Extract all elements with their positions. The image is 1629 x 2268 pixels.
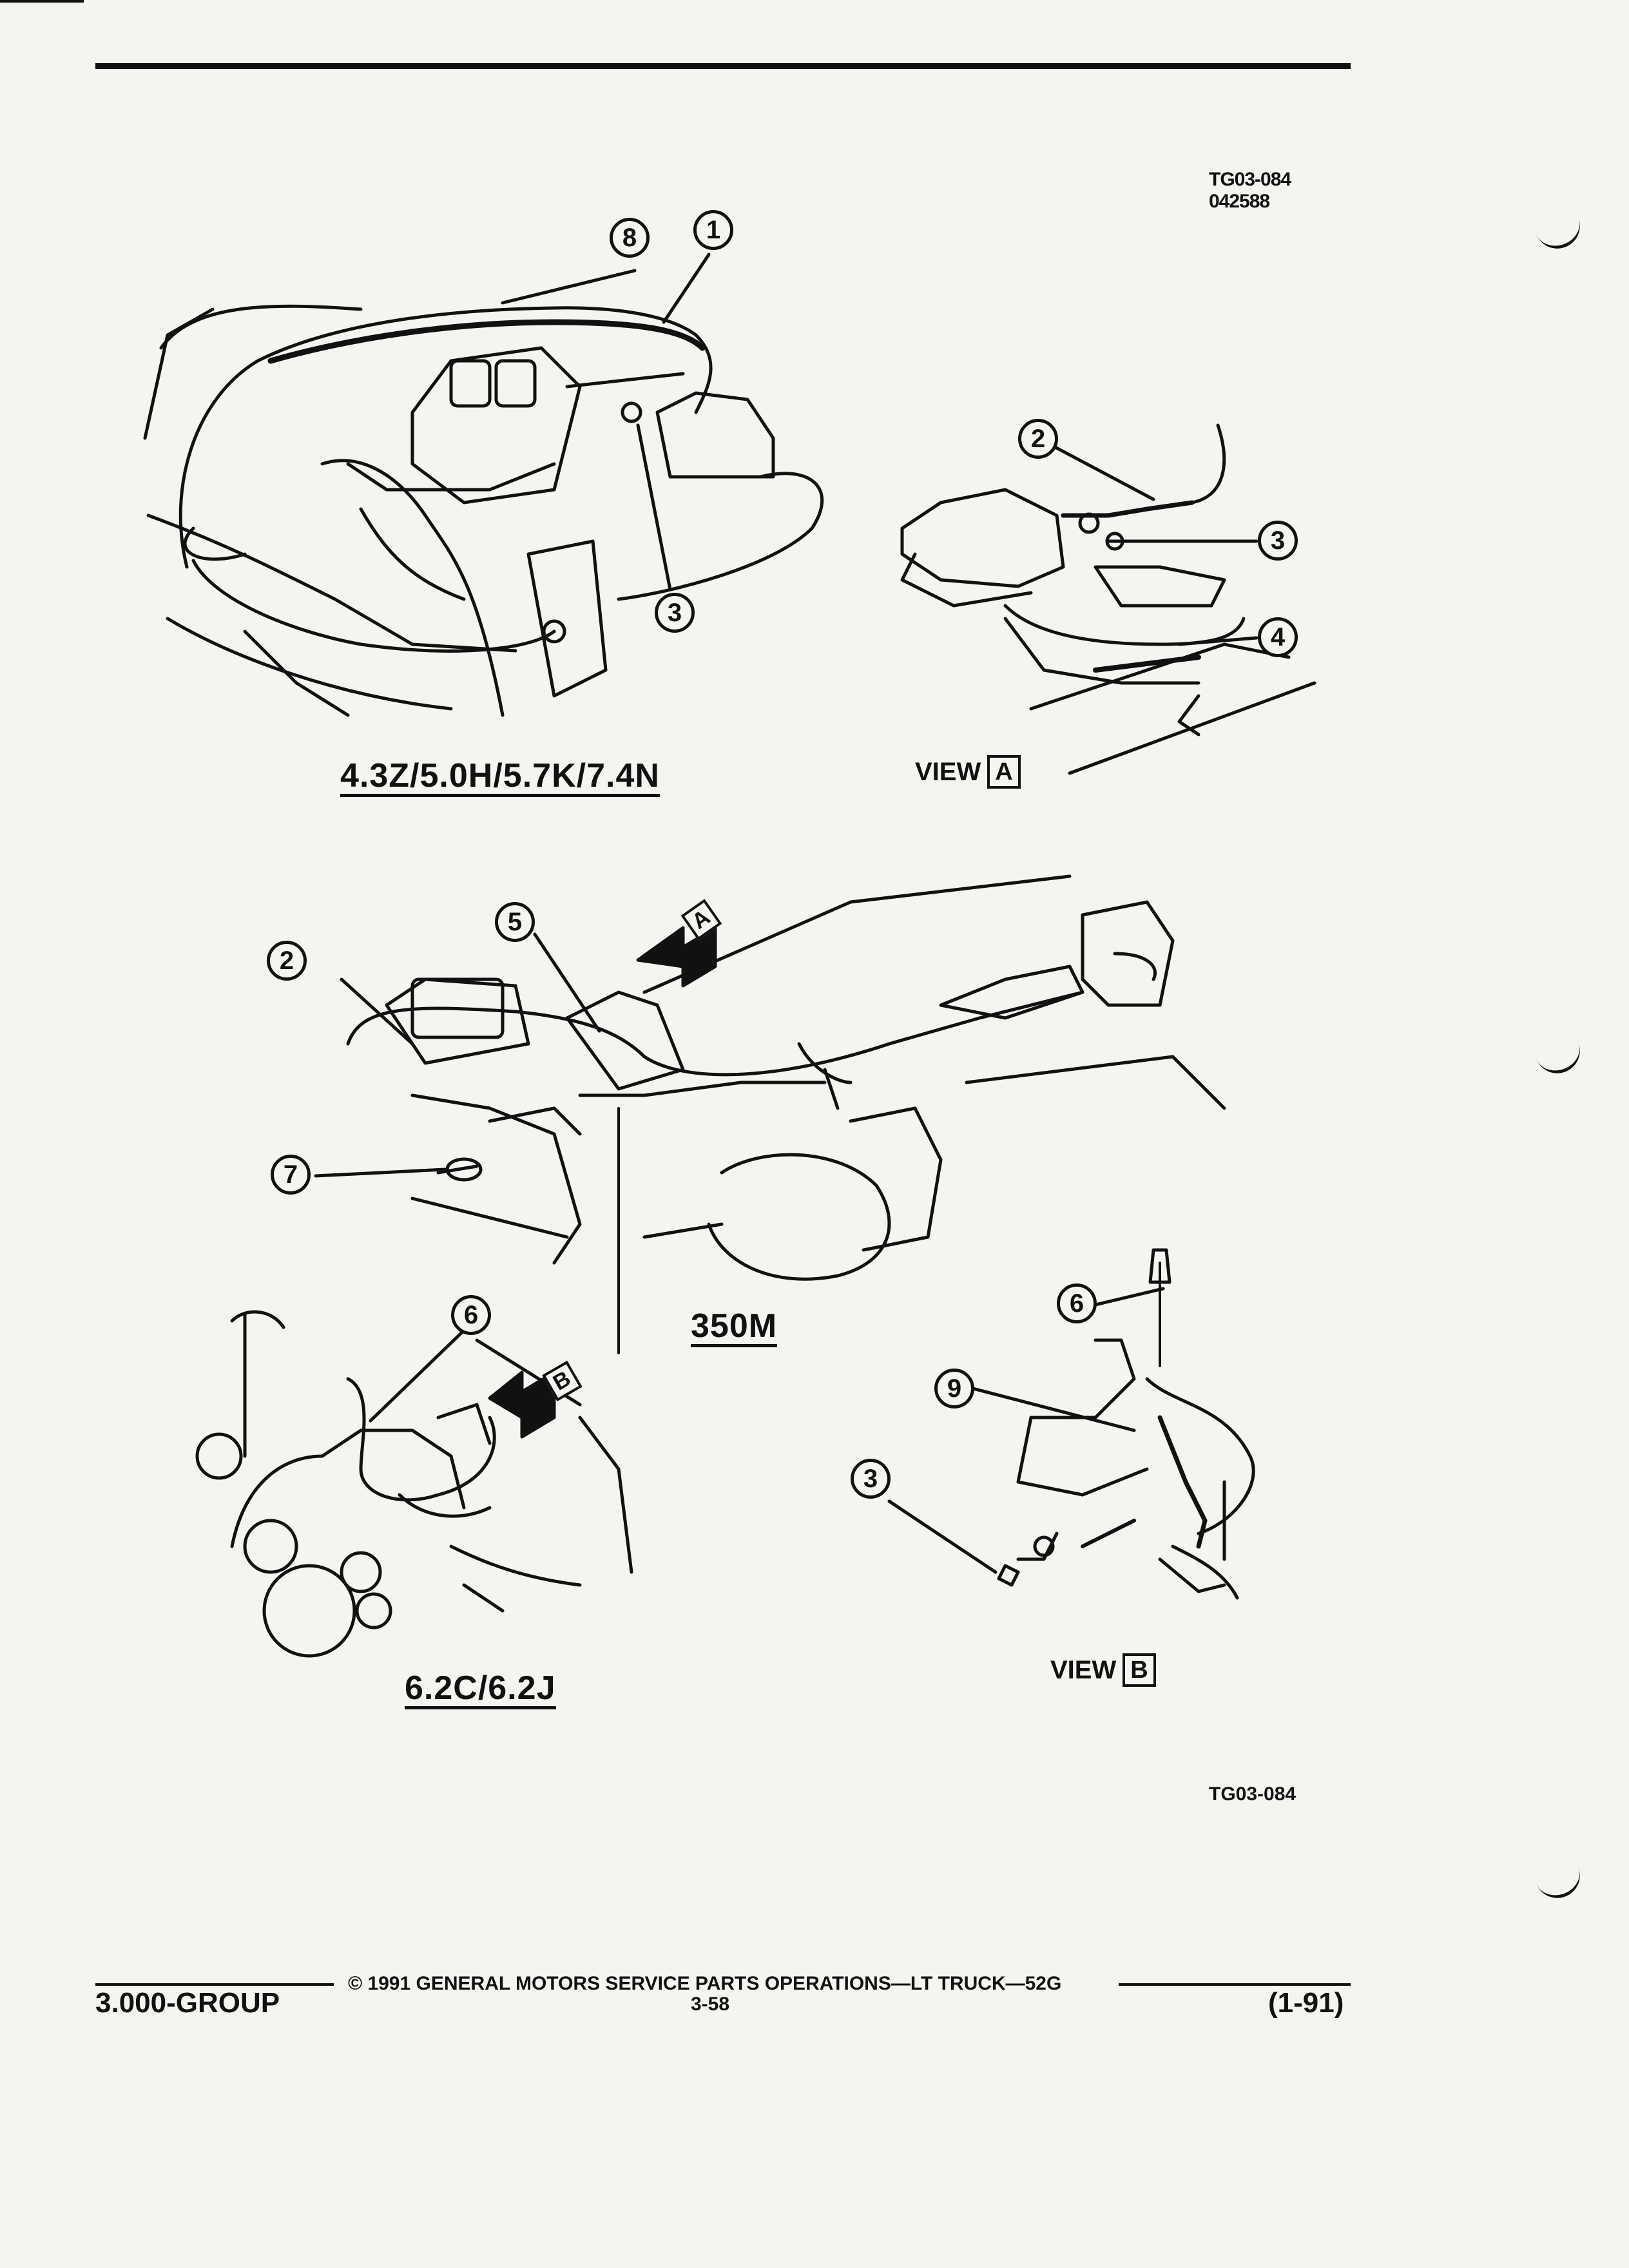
figure-reference: TG03-084 042588 <box>1209 169 1291 213</box>
leader-5-mid <box>533 932 601 1033</box>
leader-7-mid <box>314 1168 447 1178</box>
callout-5-mid: 5 <box>495 902 535 942</box>
footer-copyright: © 1991 GENERAL MOTORS SERVICE PARTS OPER… <box>348 1973 1062 1994</box>
figure-reference-bottom: TG03-084 <box>1209 1783 1296 1805</box>
ref-code: TG03-084 <box>1209 169 1291 190</box>
callout-3-top: 3 <box>655 593 695 633</box>
leader-6-b <box>1094 1287 1165 1307</box>
footer-group: 3.000-GROUP <box>95 1987 280 2019</box>
view-b-drawing <box>997 1248 1255 1600</box>
callout-4-view-a: 4 <box>1258 617 1298 657</box>
leader-9-b <box>971 1387 1136 1432</box>
engine-label-top-left: 4.3Z/5.0H/5.7K/7.4N <box>340 758 660 797</box>
leader-3-top <box>636 423 672 591</box>
ref-number: 042588 <box>1209 191 1270 212</box>
callout-3-view-b: 3 <box>851 1459 891 1499</box>
callout-8-top: 8 <box>610 218 650 258</box>
callout-2-mid: 2 <box>267 941 307 981</box>
engine-label-middle: 350M <box>691 1308 778 1347</box>
leader-6-low <box>369 1325 469 1423</box>
callout-7-mid: 7 <box>271 1155 311 1195</box>
footer-date: (1-91) <box>1268 1987 1344 2019</box>
callout-6-low: 6 <box>451 1295 491 1335</box>
callout-6-view-b: 6 <box>1057 1283 1097 1323</box>
callout-2-view-a: 2 <box>1018 419 1058 459</box>
footer-page-number: 3-58 <box>691 1994 730 2015</box>
footer-rule-right <box>1119 1983 1351 1986</box>
leader-2-mid <box>340 977 414 1046</box>
view-b-label: VIEW B <box>1050 1653 1156 1687</box>
leader-1 <box>662 253 711 324</box>
view-a-label: VIEW A <box>915 755 1021 789</box>
bottom-left-engine-drawing <box>195 1310 633 1658</box>
callout-1-top: 1 <box>693 210 733 250</box>
view-a-word: VIEW <box>915 757 981 786</box>
top-left-engine-drawing <box>143 304 824 717</box>
view-a-drawing <box>900 423 1316 775</box>
corner-rule <box>0 0 84 3</box>
callout-9-view-b: 9 <box>934 1369 974 1408</box>
callout-3-view-a: 3 <box>1258 521 1298 561</box>
view-a-letter: A <box>987 755 1021 789</box>
view-b-word: VIEW <box>1050 1655 1117 1684</box>
leader-3-b <box>887 1499 998 1574</box>
engine-label-bottom-left: 6.2C/6.2J <box>405 1670 556 1709</box>
view-b-letter: B <box>1123 1653 1156 1687</box>
header-rule <box>95 63 1351 69</box>
middle-engine-drawing <box>346 874 1226 1354</box>
footer-rule-left <box>95 1983 334 1986</box>
leader-4-a <box>1177 636 1258 646</box>
leader-2-a <box>1048 443 1155 501</box>
leader-8 <box>501 269 637 305</box>
